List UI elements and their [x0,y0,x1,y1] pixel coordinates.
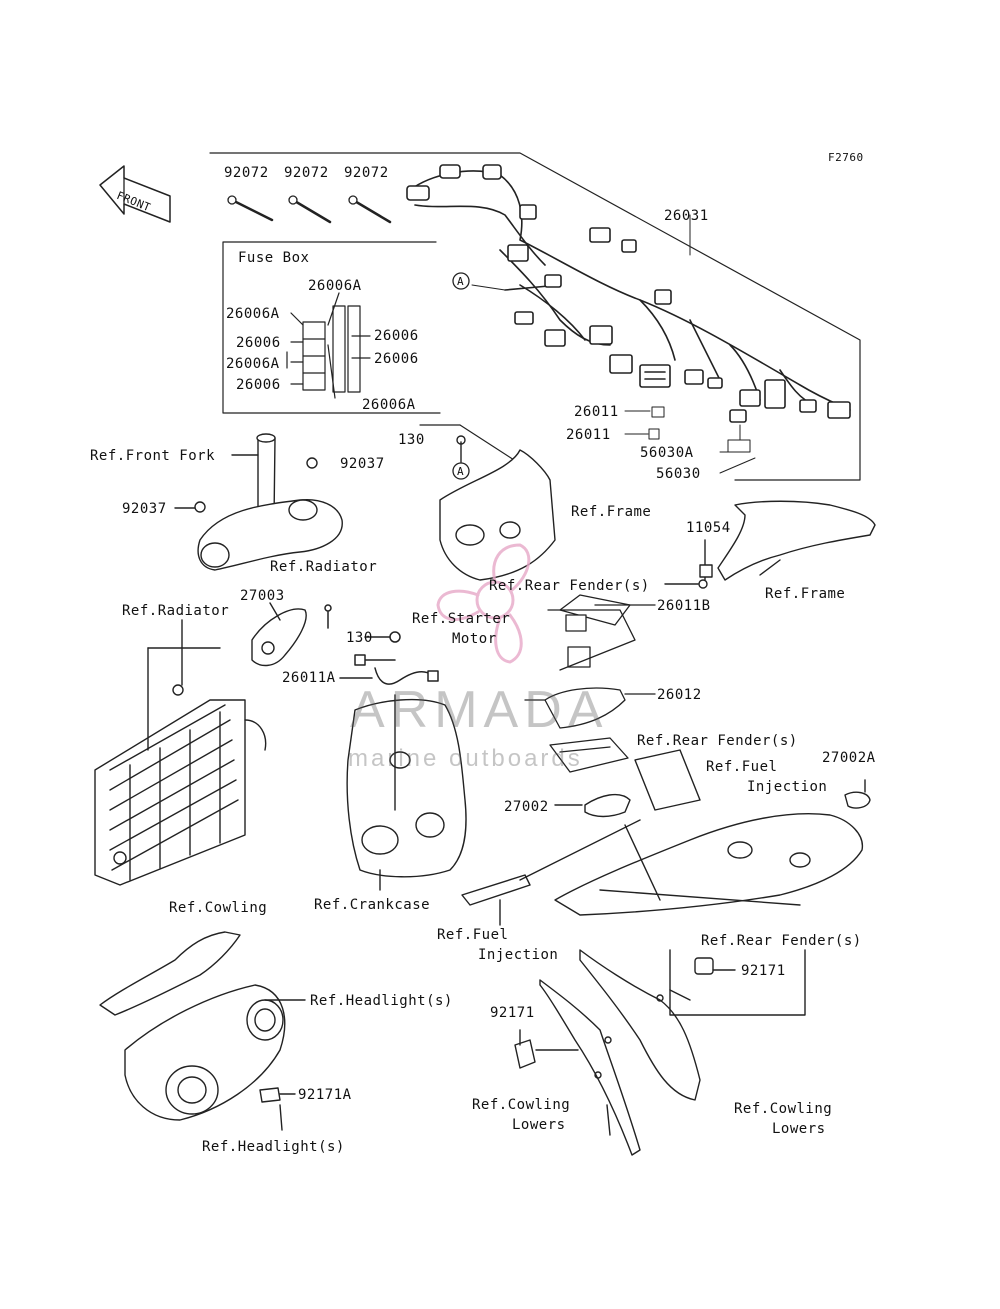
frame-right-icon [664,500,876,589]
part-label: 92171A [298,1087,352,1103]
part-label: 26011B [657,598,711,614]
ref-label: Ref.Rear Fender(s) [637,733,798,749]
ref-label: Injection [478,947,559,963]
ref-label: Ref.Cowling [169,900,268,916]
part-label: 11054 [686,520,731,536]
part-label: 27003 [240,588,285,604]
part-label: 26011 [566,427,611,443]
part-label: 56030A [640,445,694,461]
part-label: 92037 [340,456,385,472]
figure-code: F2760 [828,151,864,164]
ref-label: Ref.Cowling [472,1097,571,1113]
part-label: 130 [398,432,425,448]
part-label: 92171 [741,963,786,979]
ref-label: Ref.Cowling [734,1101,833,1117]
part-label: 26031 [664,208,709,224]
part-label: 26006A [308,278,362,294]
harness-leader-lines [471,214,756,474]
rear-fender-icon [461,749,871,926]
ref-label: Ref.Headlight(s) [310,993,453,1009]
ref-label: Ref.Headlight(s) [202,1139,345,1155]
fuse-box-frame [222,241,441,414]
ref-label: Injection [747,779,828,795]
ref-label: Ref.Starter [412,611,511,627]
ref-label: Motor [452,631,497,647]
ref-label: Ref.Rear Fender(s) [489,578,650,594]
circle-marker-a: A [457,465,465,478]
part-label: 130 [346,630,373,646]
part-label: 92171 [490,1005,535,1021]
part-label: 92072 [344,165,389,181]
ref-label: Ref.Rear Fender(s) [701,933,862,949]
part-label: 27002A [822,750,876,766]
part-label: 26011A [282,670,336,686]
main-wiring-harness-icon [406,164,851,423]
frame-center-icon [439,435,556,581]
headlight-icon [99,931,306,1131]
front-fork-clamp-icon [174,433,343,571]
part-label: 26006A [226,306,280,322]
harness-callout-box [209,152,861,481]
ref-label: Ref.Fuel [706,759,778,775]
part-label: 26006A [226,356,280,372]
ref-label: Ref.Radiator [270,559,378,575]
part-label: 26012 [657,687,702,703]
circle-marker-a-icon [452,272,470,290]
bolts-92072-icon [227,195,392,224]
crankcase-icon [346,694,467,891]
part-label: 92037 [122,501,167,517]
ref-label: Ref.Frame [571,504,652,520]
ref-label: Ref.Crankcase [314,897,431,913]
part-label: 92072 [284,165,329,181]
part-label: 26006A [362,397,416,413]
part-label: 56030 [656,466,701,482]
part-label: 26006 [374,328,419,344]
sensor-wire-icon [324,604,439,685]
ref-label: Ref.Fuel [437,927,509,943]
ref-label: Lowers [512,1117,566,1133]
ref-label: Ref.Radiator [122,603,230,619]
watermark-propeller-icon [436,543,531,664]
ref-label: Lowers [772,1121,826,1137]
circle-marker-a-icon [452,462,470,480]
part-label: 92072 [224,165,269,181]
ref-label: Ref.Frame [765,586,846,602]
front-arrow-icon [99,165,171,223]
watermark-brand: ARMADA [350,681,609,739]
cowling-lowers-icon [514,949,806,1156]
part-label: 26006 [236,377,281,393]
circle-marker-a: A [457,275,465,288]
relay-assembly-icon [524,594,656,773]
radiator-icon [94,602,307,886]
part-label: 26011 [574,404,619,420]
part-label: 26006 [374,351,419,367]
part-label: 26006 [236,335,281,351]
fuse-box-title: Fuse Box [238,250,310,266]
ref-label: Ref.Front Fork [90,448,216,464]
watermark-tagline: marine outboards [348,745,583,772]
part-label: 27002 [504,799,549,815]
